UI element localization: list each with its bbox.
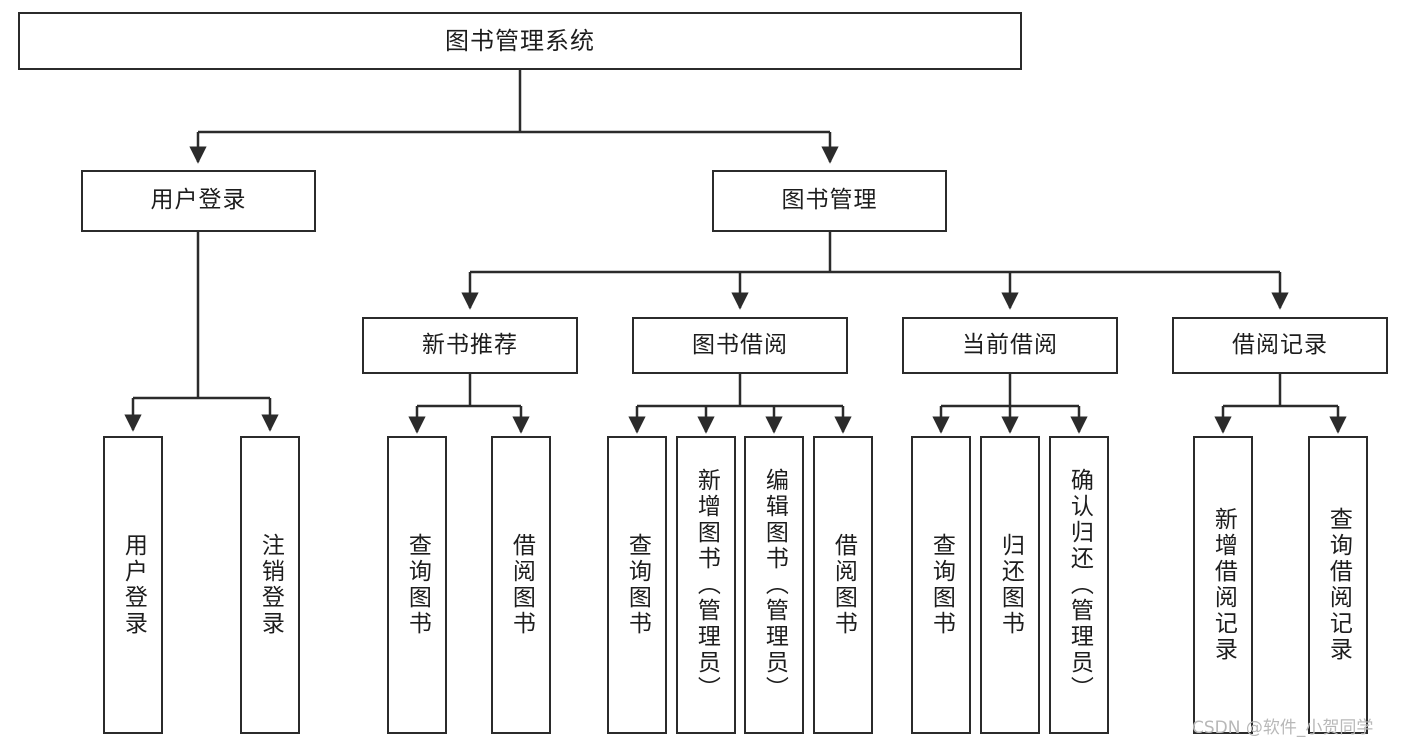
node-label: 借阅记录: [1232, 331, 1328, 358]
node-label: 编辑图书（管理员）: [761, 468, 788, 702]
node-label: 注销登录: [257, 533, 284, 637]
node-label: 新增借阅记录: [1210, 507, 1237, 663]
node-label: 查询图书: [928, 533, 955, 637]
node-label: 图书借阅: [692, 331, 788, 358]
node-label: 确认归还（管理员）: [1066, 468, 1093, 702]
node-label: 新书推荐: [422, 331, 518, 358]
node-label: 用户登录: [150, 187, 247, 214]
leaf-query-book-recommend[interactable]: 查询图书: [387, 436, 447, 734]
node-label: 借阅图书: [508, 533, 535, 637]
node-label: 归还图书: [997, 533, 1024, 637]
node-label: 借阅图书: [830, 533, 857, 637]
watermark: CSDN @软件_小贺同学: [1192, 718, 1374, 738]
node-label: 图书管理系统: [445, 26, 595, 55]
leaf-borrow-book[interactable]: 借阅图书: [813, 436, 873, 734]
node-label: 新增图书（管理员）: [693, 468, 720, 702]
leaf-logout-login[interactable]: 注销登录: [240, 436, 300, 734]
leaf-borrow-book-recommend[interactable]: 借阅图书: [491, 436, 551, 734]
node-label: 查询借阅记录: [1325, 507, 1352, 663]
node-label: 查询图书: [624, 533, 651, 637]
node-label: 用户登录: [120, 533, 147, 637]
leaf-return-book[interactable]: 归还图书: [980, 436, 1040, 734]
node-root-system[interactable]: 图书管理系统: [18, 12, 1022, 70]
node-book-borrow[interactable]: 图书借阅: [632, 317, 848, 374]
leaf-edit-book[interactable]: 编辑图书（管理员）: [744, 436, 804, 734]
leaf-add-book[interactable]: 新增图书（管理员）: [676, 436, 736, 734]
leaf-user-login[interactable]: 用户登录: [103, 436, 163, 734]
node-label: 当前借阅: [962, 331, 1058, 358]
node-book-management[interactable]: 图书管理: [712, 170, 947, 232]
leaf-add-borrow-record[interactable]: 新增借阅记录: [1193, 436, 1253, 734]
leaf-confirm-return[interactable]: 确认归还（管理员）: [1049, 436, 1109, 734]
leaf-query-book-current[interactable]: 查询图书: [911, 436, 971, 734]
node-new-book-recommend[interactable]: 新书推荐: [362, 317, 578, 374]
leaf-query-book-borrow[interactable]: 查询图书: [607, 436, 667, 734]
node-current-borrow[interactable]: 当前借阅: [902, 317, 1118, 374]
node-label: 图书管理: [781, 187, 878, 214]
node-borrow-record[interactable]: 借阅记录: [1172, 317, 1388, 374]
leaf-query-borrow-record[interactable]: 查询借阅记录: [1308, 436, 1368, 734]
node-label: 查询图书: [404, 533, 431, 637]
node-user-login[interactable]: 用户登录: [81, 170, 316, 232]
